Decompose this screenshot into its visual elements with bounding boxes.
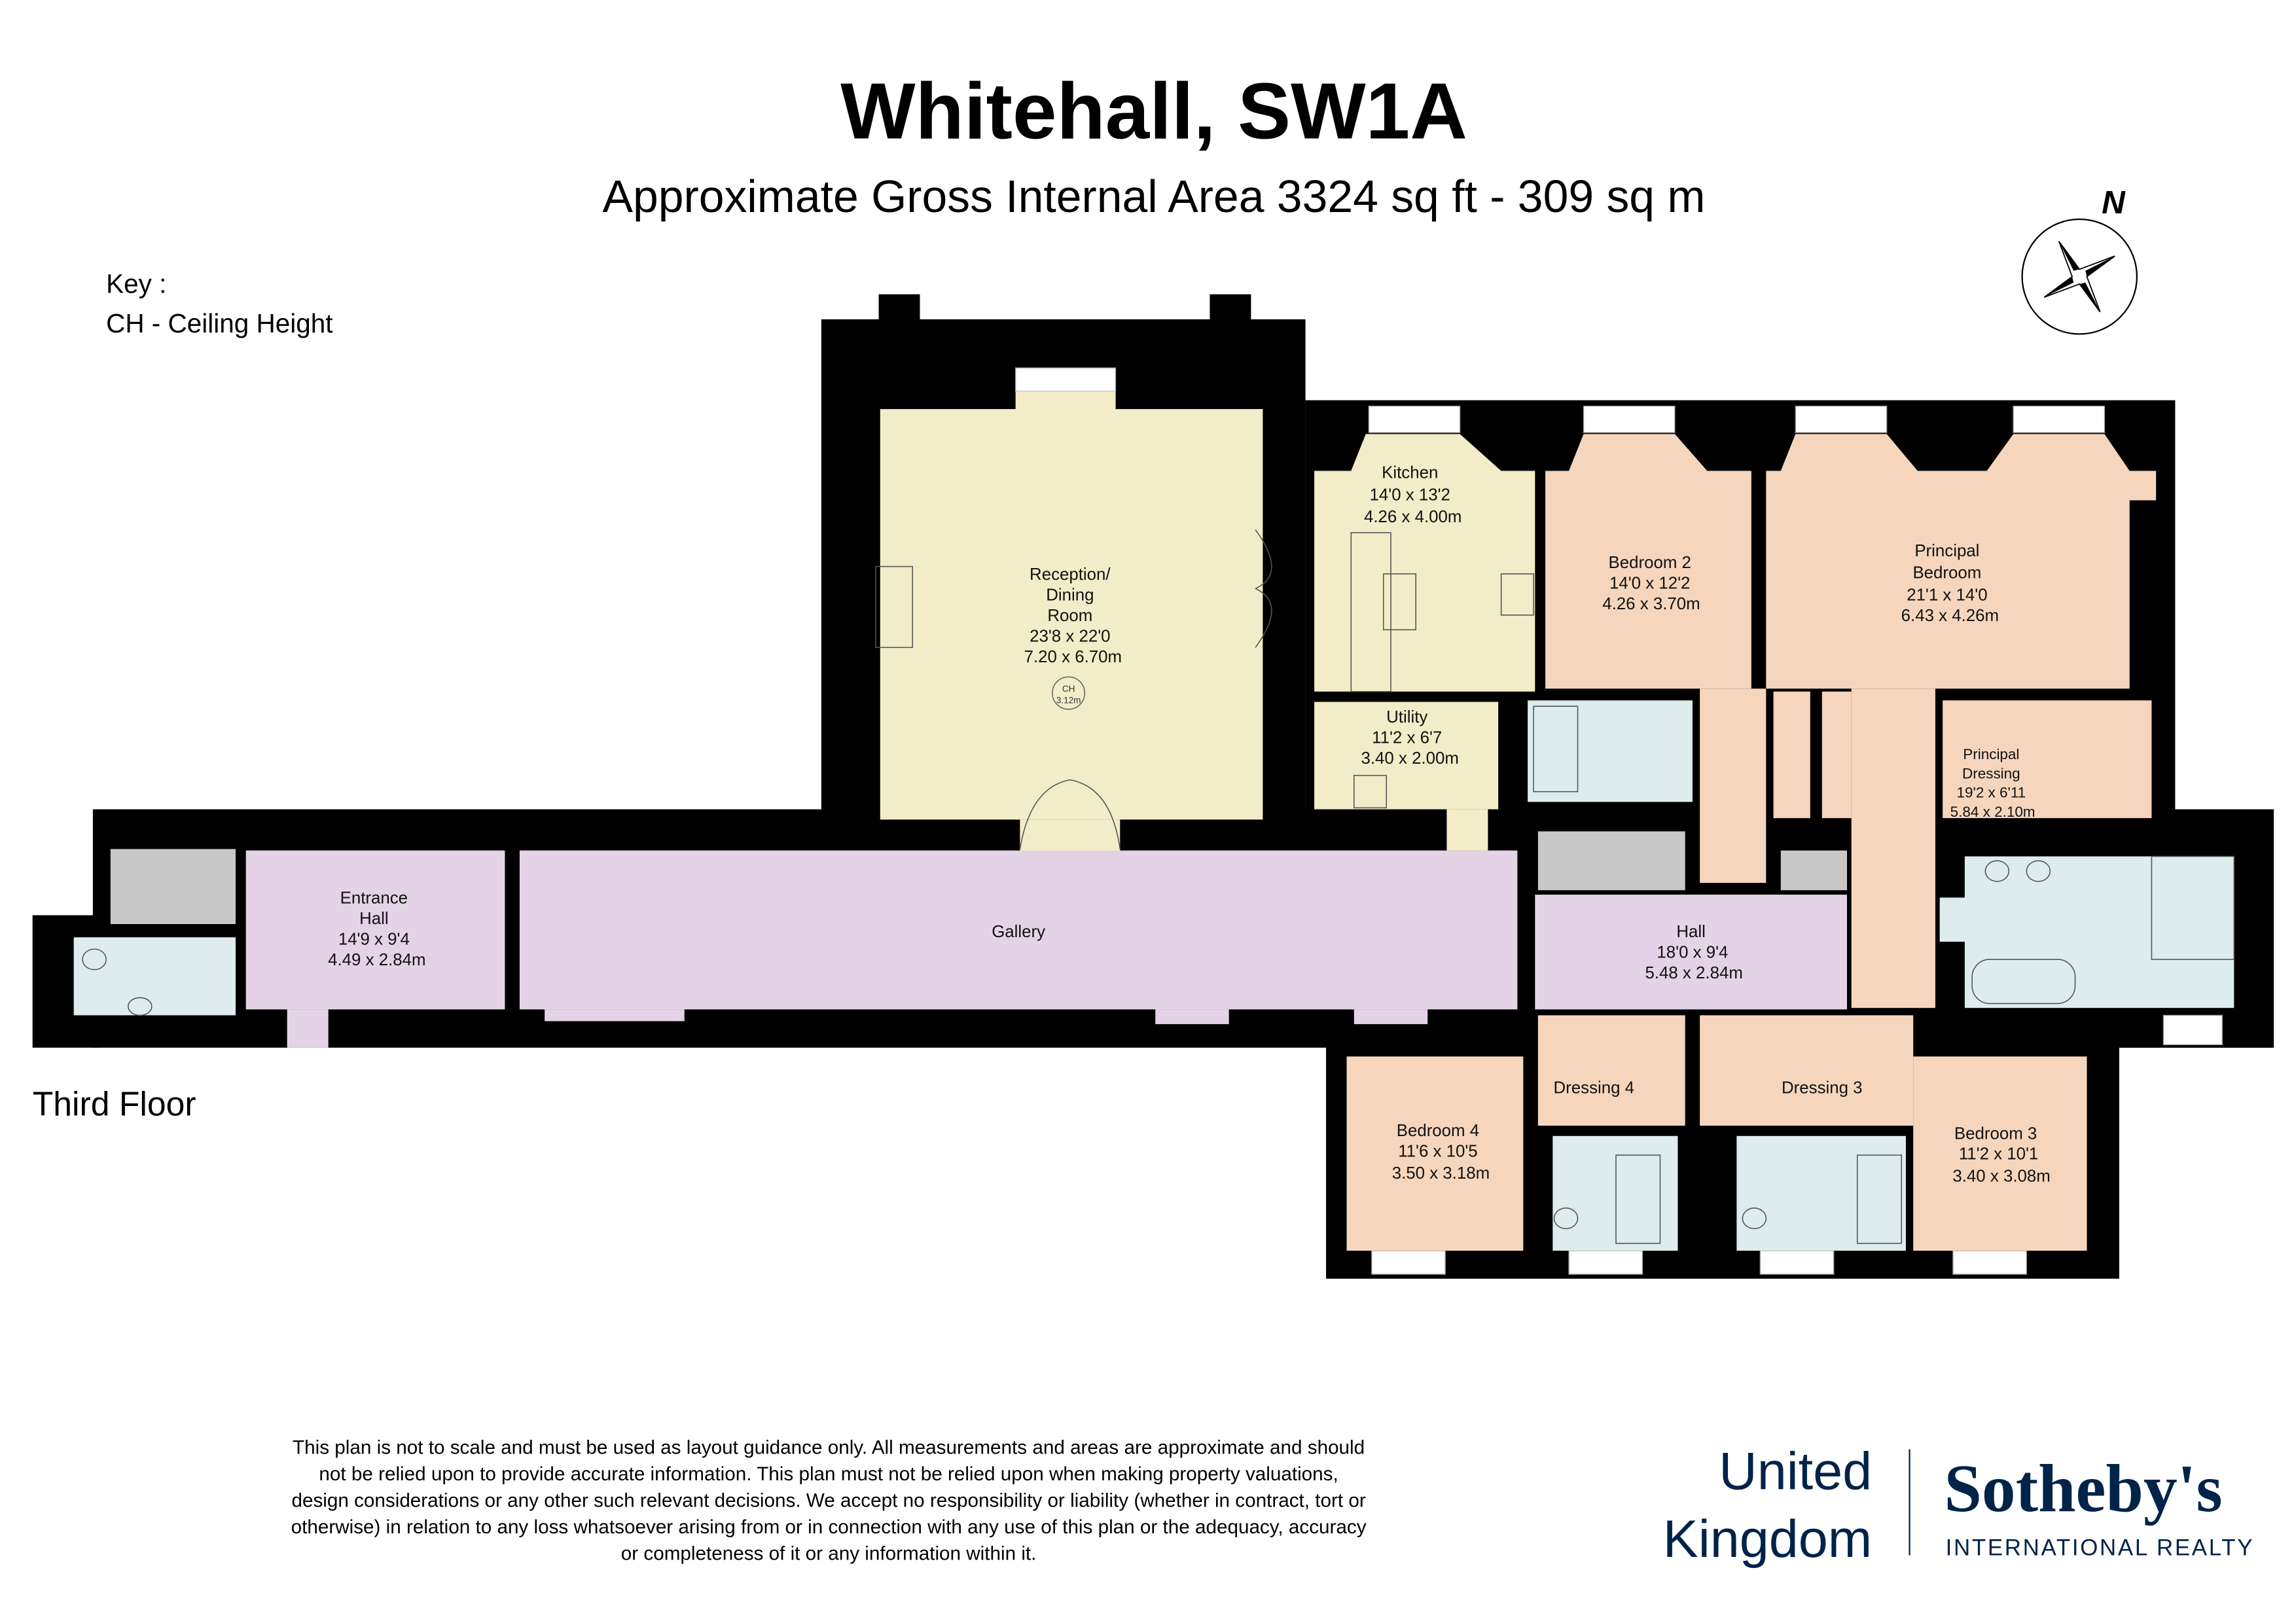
principal-bathroom [1964, 856, 2234, 1008]
room-name: Room [1047, 607, 1092, 625]
room-dimensions-imperial: 21'1 x 14'0 [1907, 586, 1987, 604]
windows [1014, 367, 2223, 1275]
room-name: Reception/ [1030, 565, 1111, 584]
room-dimensions-metric: 4.26 x 3.70m [1602, 595, 1700, 613]
room-dimensions-metric: 4.26 x 4.00m [1364, 508, 1462, 526]
room-name: Bedroom [1912, 564, 1981, 582]
disclaimer: This plan is not to scale and must be us… [291, 1436, 1367, 1564]
kitchen [1314, 434, 1535, 692]
page-title: Whitehall, SW1A [840, 66, 1467, 155]
bedroom-4 [1346, 1056, 1524, 1251]
compass-north-label: N [2102, 185, 2126, 221]
bedroom-3 [1913, 1056, 2087, 1251]
ceiling-height-value: 3.12m [1056, 696, 1081, 705]
disclaimer-line: or completeness of it or any information… [621, 1543, 1037, 1564]
logo-divider [1909, 1449, 1910, 1556]
room-dimensions-imperial: 14'0 x 13'2 [1370, 486, 1450, 504]
room-dimensions-metric: 7.20 x 6.70m [1024, 648, 1122, 666]
ensuite-3 [1736, 1135, 1906, 1251]
room-dimensions-metric: 5.48 x 2.84m [1645, 964, 1742, 982]
key-item: CH - Ceiling Height [106, 308, 332, 338]
disclaimer-line: otherwise) in relation to any loss whats… [291, 1516, 1367, 1538]
room-name: Entrance [340, 889, 408, 908]
room-name: Dressing 4 [1554, 1079, 1635, 1097]
room-dimensions-metric: 3.40 x 3.08m [1952, 1167, 2050, 1185]
room-name: Gallery [992, 923, 1045, 941]
room-dimensions-imperial: 19'2 x 6'11 [1957, 785, 2026, 801]
dressing-4 [1537, 1015, 1685, 1126]
room-dimensions-metric: 6.43 x 4.26m [1901, 607, 1999, 625]
room-name: Bedroom 2 [1608, 554, 1691, 572]
cloakroom [73, 937, 236, 1016]
reception-room [880, 409, 1263, 820]
disclaimer-line: design considerations or any other such … [291, 1489, 1365, 1511]
room-dimensions-metric: 4.49 x 2.84m [328, 951, 425, 969]
storage-cupboard [1537, 831, 1685, 891]
room-name: Bedroom 3 [1954, 1124, 2037, 1143]
entrance-hall [245, 850, 505, 1010]
logo-tagline: INTERNATIONAL REALTY [1946, 1535, 2255, 1561]
ceiling-height-marker [1052, 676, 1085, 710]
disclaimer-line: not be relied upon to provide accurate i… [319, 1463, 1338, 1485]
room-dimensions-metric: 5.84 x 2.10m [1950, 804, 2036, 820]
room-name: Principal [1963, 746, 2019, 762]
logo-region-line1: United [1719, 1442, 1872, 1501]
ceiling-height-label: CH [1062, 684, 1075, 694]
room-dimensions-imperial: 18'0 x 9'4 [1657, 944, 1728, 962]
room-name: Principal [1914, 542, 1979, 560]
room-dimensions-metric: 3.50 x 3.18m [1392, 1164, 1490, 1183]
shower-room [1528, 700, 1693, 802]
bedroom-2 [1545, 434, 1751, 689]
sothebys-logo: United Kingdom Sotheby's INTERNATIONAL R… [1663, 1442, 2255, 1569]
floor-label: Third Floor [33, 1084, 196, 1122]
room-fills [73, 391, 2234, 1251]
storage-cupboard [110, 849, 236, 925]
gallery [519, 850, 1518, 1010]
room-name: Dressing 3 [1782, 1079, 1863, 1097]
room-labels: Reception/ Dining Room 23'8 x 22'0 7.20 … [328, 464, 2051, 1186]
room-dimensions-imperial: 14'9 x 9'4 [338, 930, 410, 948]
room-name: Dressing [1962, 765, 2020, 781]
principal-dressing [1943, 700, 2152, 819]
fixtures [82, 529, 2235, 1244]
logo-brand: Sotheby's [1944, 1452, 2222, 1526]
storage-cupboard [1780, 850, 1847, 891]
room-dimensions-imperial: 11'6 x 10'5 [1398, 1142, 1477, 1160]
key-heading: Key : [106, 268, 166, 298]
page-subtitle: Approximate Gross Internal Area 3324 sq … [603, 171, 1706, 222]
room-name: Kitchen [1382, 464, 1438, 482]
compass-rose-icon [2021, 218, 2138, 335]
room-dimensions-imperial: 23'8 x 22'0 [1030, 627, 1110, 645]
room-name: Hall [359, 910, 389, 928]
room-name: Utility [1386, 708, 1427, 726]
room-dimensions-imperial: 11'2 x 6'7 [1372, 728, 1442, 747]
dressing-3 [1700, 1015, 1914, 1126]
room-dimensions-imperial: 11'2 x 10'1 [1959, 1145, 2038, 1164]
hall [1535, 895, 1847, 1010]
room-name: Bedroom 4 [1397, 1122, 1479, 1140]
disclaimer-line: This plan is not to scale and must be us… [293, 1436, 1365, 1458]
logo-region-line2: Kingdom [1663, 1510, 1872, 1569]
room-name: Dining [1046, 586, 1094, 604]
room-dimensions-metric: 3.40 x 2.00m [1361, 749, 1459, 768]
room-name: Hall [1676, 923, 1706, 941]
room-dimensions-imperial: 14'0 x 12'2 [1609, 574, 1690, 592]
ensuite-4 [1552, 1135, 1678, 1251]
utility [1314, 702, 1499, 810]
principal-bedroom [1766, 434, 2157, 689]
